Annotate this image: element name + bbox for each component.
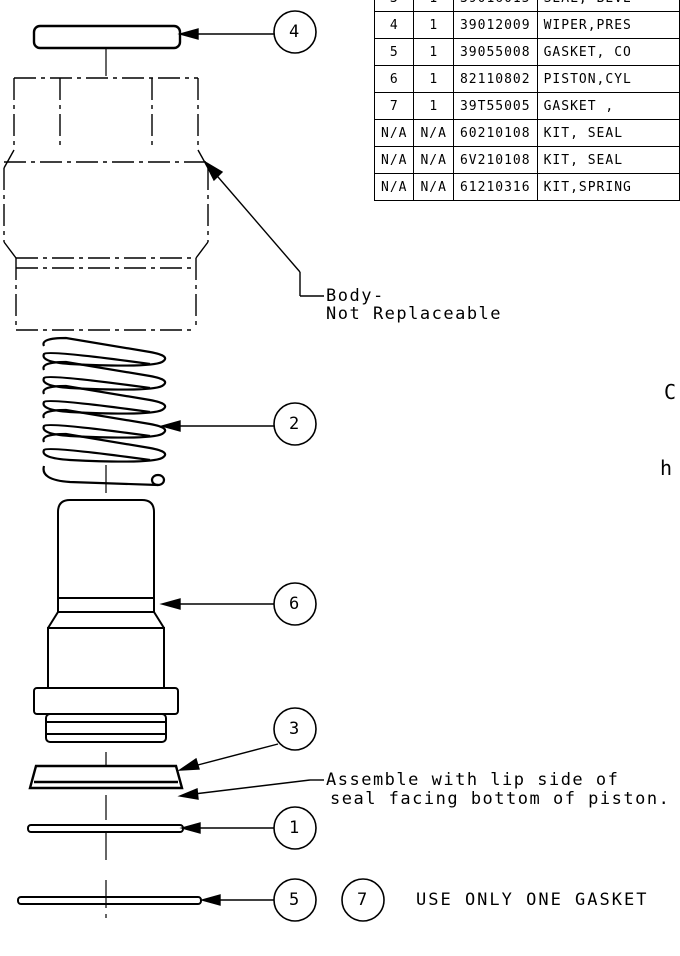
parts-qty-cell: N/A: [413, 173, 454, 201]
balloon-circles: [273, 10, 385, 922]
body-note-line2: Not Replaceable: [326, 304, 503, 324]
assemble-note-line1: Assemble with lip side of: [326, 770, 620, 790]
parts-table-row: 3139016015SEAL, BEVE: [373, 0, 680, 12]
balloon-5-circle: [273, 878, 317, 922]
seal-part: [28, 764, 184, 790]
body-part: [3, 77, 209, 331]
parts-item-cell: N/A: [373, 146, 415, 174]
spring-coil: [42, 408, 167, 439]
balloon-7-label: 7: [357, 890, 369, 910]
body-note-line1: Body-: [326, 286, 385, 306]
spring-part: [42, 336, 167, 487]
parts-description-cell: PISTON,CYL: [536, 65, 680, 93]
gasket-5-part: [17, 896, 202, 905]
balloon-4-circle: [273, 10, 317, 54]
parts-number-cell: 39055008: [452, 38, 538, 66]
parts-number-cell: 61210316: [452, 173, 538, 201]
balloon-1-label: 1: [289, 818, 301, 838]
assemble-note-line2: seal facing bottom of piston.: [330, 789, 671, 809]
parts-description-cell: KIT, SEAL: [536, 119, 680, 147]
spring-coil: [42, 336, 167, 367]
spring-end-coil: [42, 465, 159, 487]
parts-item-cell: 5: [373, 38, 415, 66]
balloon-6-circle: [273, 582, 317, 626]
spring-end: [150, 473, 166, 487]
piston-part: [33, 499, 179, 743]
parts-description-cell: WIPER,PRES: [536, 11, 680, 39]
leader-lines: [159, 28, 324, 906]
spring-coil: [42, 360, 167, 391]
gasket-1-part: [27, 824, 184, 833]
parts-qty-cell: N/A: [413, 146, 454, 174]
cut-off-text-1: C: [664, 380, 678, 404]
parts-qty-cell: 1: [413, 92, 454, 120]
parts-item-cell: 6: [373, 65, 415, 93]
wiper-part: [32, 24, 182, 50]
balloon-2-circle: [273, 402, 317, 446]
spring-coil: [42, 384, 167, 415]
parts-number-cell: 39T55005: [452, 92, 538, 120]
parts-qty-cell: N/A: [413, 119, 454, 147]
balloon-1-circle: [273, 806, 317, 850]
balloon-5-label: 5: [289, 890, 301, 910]
parts-item-cell: N/A: [373, 173, 415, 201]
balloon-6-label: 6: [289, 594, 301, 614]
parts-description-cell: KIT, SEAL: [536, 146, 680, 174]
balloon-7-circle: [341, 878, 385, 922]
spring-coil: [42, 432, 167, 463]
gasket-note: USE ONLY ONE GASKET: [416, 890, 649, 910]
balloon-3-circle: [273, 707, 317, 751]
parts-description-cell: KIT,SPRING: [536, 173, 680, 201]
balloon-4-label: 4: [289, 22, 301, 42]
parts-table: 3139016015SEAL, BEVE4139012009WIPER,PRES…: [373, 0, 680, 201]
balloon-2-label: 2: [289, 414, 301, 434]
parts-number-cell: 60210108: [452, 119, 538, 147]
cut-off-text-2: h: [660, 456, 674, 480]
balloon-3-label: 3: [289, 719, 301, 739]
